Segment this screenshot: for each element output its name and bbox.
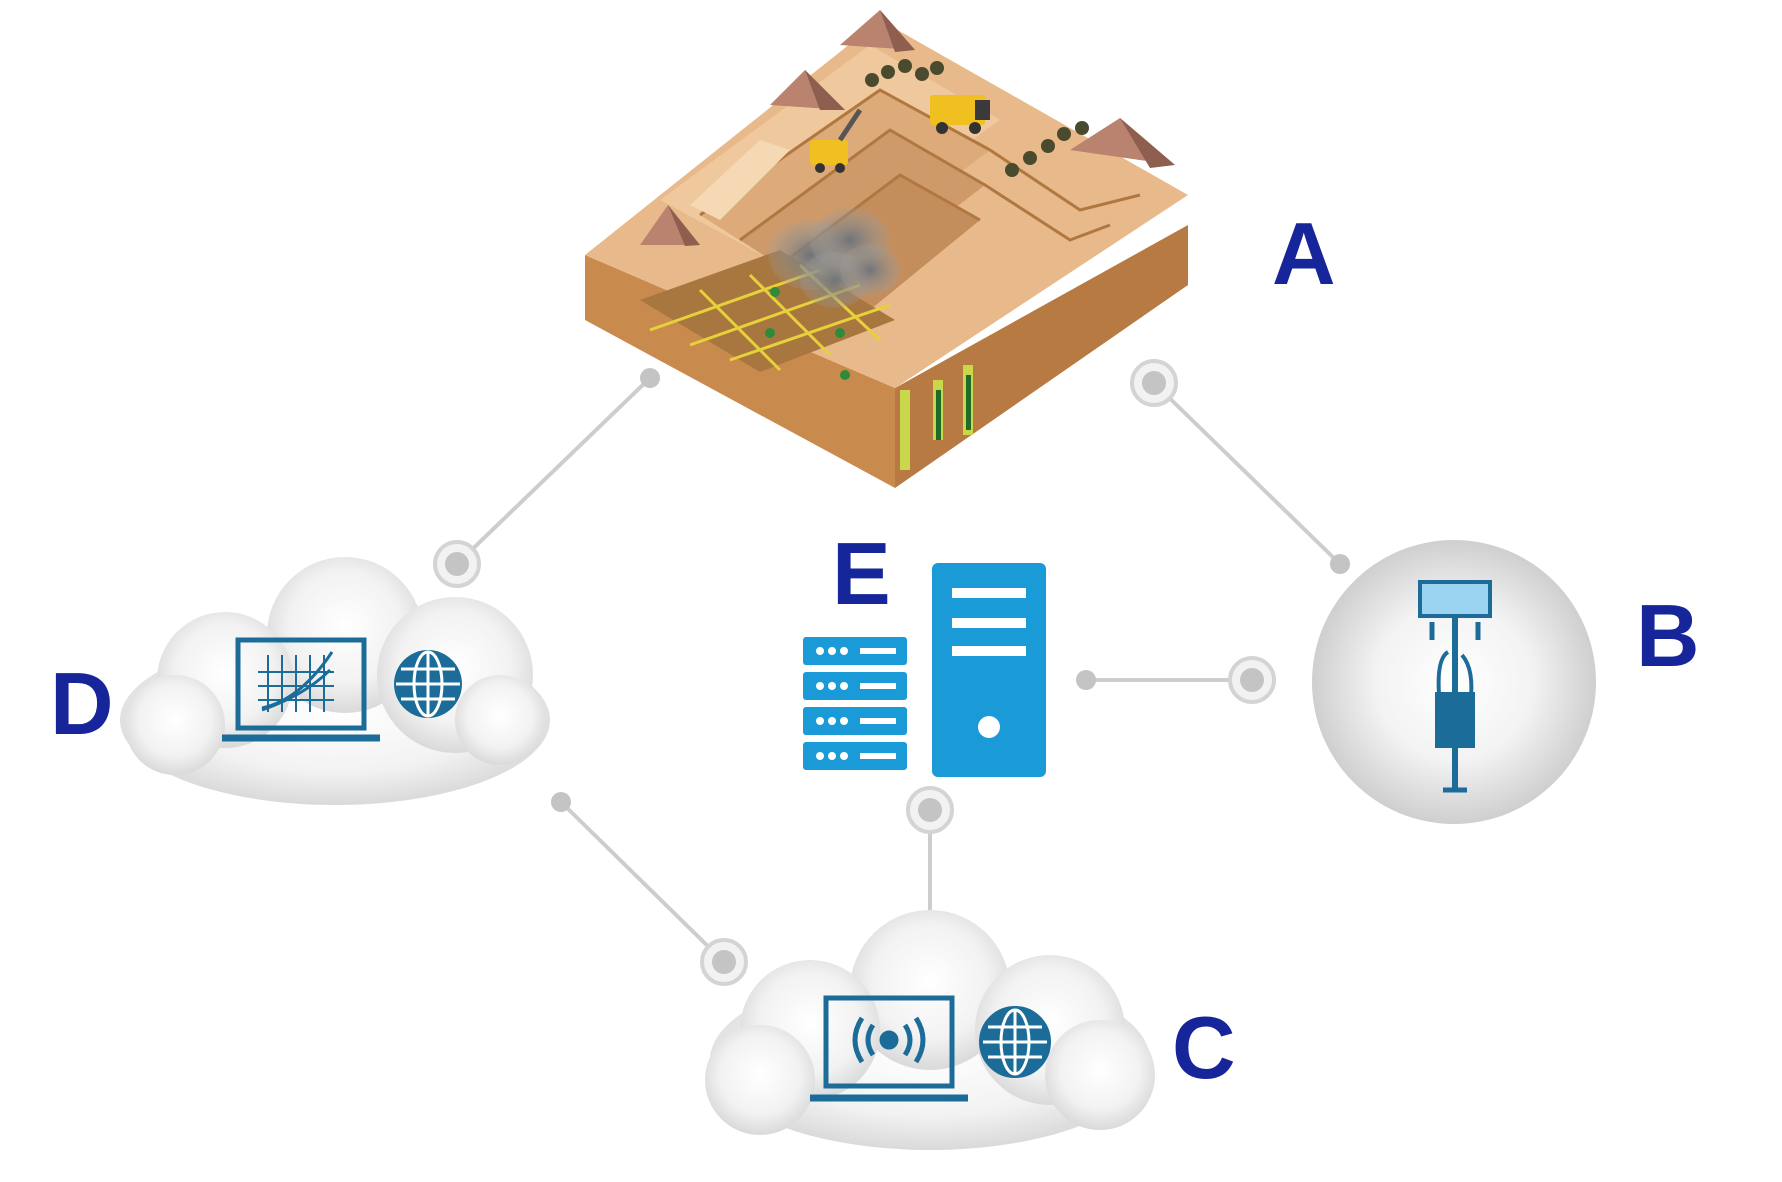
connector-lines bbox=[455, 376, 1342, 964]
analytics-cloud bbox=[120, 557, 550, 805]
connector-dots bbox=[433, 359, 1350, 986]
mine-site-illustration bbox=[585, 10, 1188, 488]
node-label-d: D bbox=[50, 654, 114, 753]
sensor-station bbox=[1312, 540, 1596, 824]
connector-d-c bbox=[559, 800, 726, 964]
globe-icon bbox=[394, 650, 462, 718]
node-label-a: A bbox=[1272, 204, 1336, 303]
excavator-icon bbox=[810, 108, 863, 173]
sensor-pole-icon bbox=[1418, 580, 1492, 793]
laptop-signal-icon bbox=[810, 995, 968, 1102]
haul-truck-icon bbox=[930, 95, 990, 134]
node-label-e: E bbox=[832, 524, 891, 623]
connector-a-b bbox=[1152, 381, 1342, 566]
server-rack-icon bbox=[803, 637, 907, 770]
server-tower-icon bbox=[932, 563, 1046, 777]
laptop-chart-icon bbox=[222, 637, 380, 742]
globe-icon bbox=[979, 1006, 1051, 1078]
dust-cloud bbox=[768, 208, 900, 308]
node-label-b: B bbox=[1636, 586, 1700, 685]
connector-a-d bbox=[455, 376, 652, 566]
node-label-c: C bbox=[1172, 998, 1236, 1097]
server bbox=[803, 563, 1046, 777]
monitoring-cloud bbox=[705, 910, 1155, 1150]
